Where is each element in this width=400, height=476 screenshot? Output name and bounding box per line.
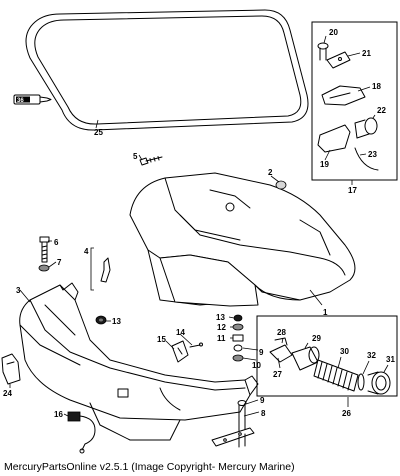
callout-3: 3 <box>16 286 21 295</box>
callout-13-left: 13 <box>112 317 121 326</box>
latch-part[interactable] <box>171 340 203 363</box>
fastener-stack[interactable] <box>232 314 244 362</box>
callout-19: 19 <box>320 160 329 169</box>
callout-15: 15 <box>157 335 166 344</box>
callout-2: 2 <box>268 168 273 177</box>
bottom-cowl-part[interactable] <box>19 282 259 441</box>
callout-28: 28 <box>277 328 286 337</box>
screw-part-20[interactable] <box>317 42 329 61</box>
seal-ring-part[interactable] <box>25 9 309 131</box>
callout-18: 18 <box>372 82 381 91</box>
copyright-footer: MercuryPartsOnline v2.5.1 (Image Copyrig… <box>4 461 295 473</box>
callout-14: 14 <box>176 328 185 337</box>
tube-label: 36 <box>17 98 24 104</box>
sensor-part[interactable] <box>67 411 96 454</box>
callout-27: 27 <box>273 370 282 379</box>
sleeve-part-22[interactable] <box>354 117 378 139</box>
leader-lines <box>9 35 389 417</box>
callout-32: 32 <box>367 351 376 360</box>
clamp-part-32[interactable] <box>357 373 365 391</box>
callout-8: 8 <box>261 409 266 418</box>
callout-16: 16 <box>54 410 63 419</box>
callout-20: 20 <box>329 28 338 37</box>
callout-6: 6 <box>54 238 59 247</box>
callout-21: 21 <box>362 49 371 58</box>
callout-29: 29 <box>312 334 321 343</box>
cover-part-19[interactable] <box>317 124 351 153</box>
callout-13-right: 13 <box>216 313 225 322</box>
callout-10: 10 <box>252 361 261 370</box>
callout-4: 4 <box>84 247 89 256</box>
callout-12: 12 <box>217 323 226 332</box>
rod-part[interactable] <box>211 400 255 448</box>
callout-23: 23 <box>368 150 377 159</box>
bracket-part-18[interactable] <box>321 85 366 106</box>
sealant-tube[interactable]: 36 <box>13 94 52 105</box>
callout-22: 22 <box>377 106 386 115</box>
top-cowl-part[interactable] <box>129 172 356 307</box>
clip-part-27-28[interactable] <box>269 337 293 363</box>
callout-5: 5 <box>133 152 138 161</box>
callout-1: 1 <box>323 308 328 317</box>
clamp-part-23[interactable] <box>354 147 379 171</box>
callout-7: 7 <box>57 258 62 267</box>
screw-part[interactable] <box>139 156 163 166</box>
detail-box-17 <box>311 21 398 181</box>
callout-25: 25 <box>94 128 103 137</box>
bracket-part-21[interactable] <box>326 51 351 69</box>
callout-24: 24 <box>3 389 12 398</box>
bolt-part[interactable] <box>39 236 50 263</box>
callout-31: 31 <box>386 355 395 364</box>
side-cover-part[interactable] <box>1 353 21 385</box>
callout-30: 30 <box>340 347 349 356</box>
callout-9-upper: 9 <box>259 348 264 357</box>
callout-labels: 25 1 2 3 4 5 6 7 8 9 9 10 11 12 13 13 14… <box>3 28 395 419</box>
detail-box-26 <box>256 315 398 397</box>
callout-9-lower: 9 <box>260 396 265 405</box>
callout-26: 26 <box>342 409 351 418</box>
adapter-part-29[interactable] <box>291 346 320 371</box>
clip-detail[interactable] <box>90 247 111 291</box>
fitting-part-31[interactable] <box>367 371 391 395</box>
grommet-part[interactable] <box>95 315 107 325</box>
hose-part-30[interactable] <box>313 359 359 392</box>
callout-17: 17 <box>348 186 357 195</box>
plug-part[interactable] <box>275 180 287 190</box>
callout-11: 11 <box>217 334 226 343</box>
washer-part[interactable] <box>38 264 50 272</box>
